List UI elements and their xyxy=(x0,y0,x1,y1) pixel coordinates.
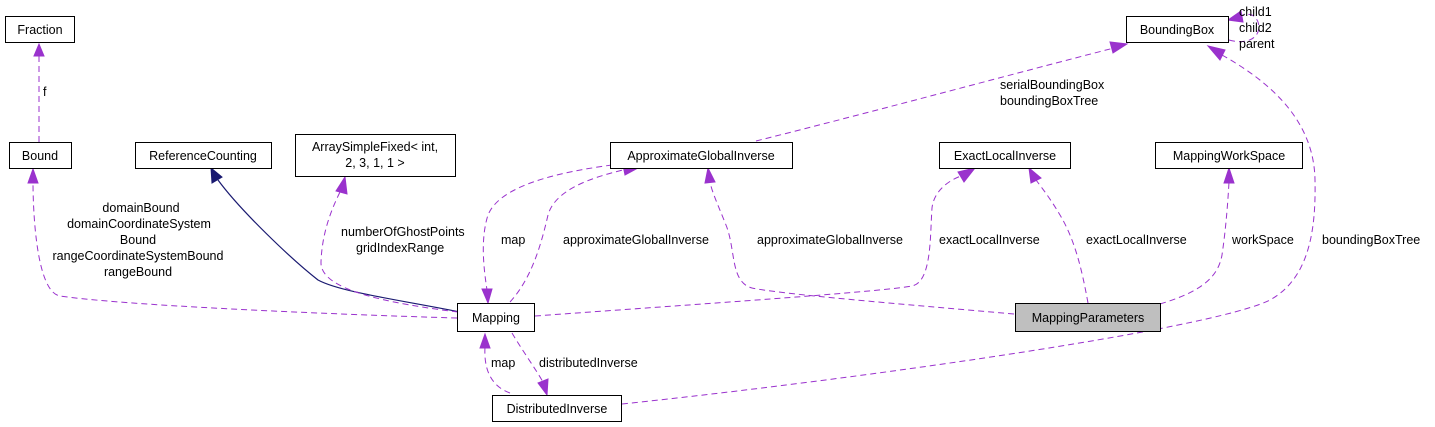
label-map-upper: map xyxy=(501,233,525,247)
arrowhead-approx-from-params xyxy=(704,166,716,184)
node-mapping-work-space-label: MappingWorkSpace xyxy=(1173,149,1285,163)
label-bounding-box-tree-top: boundingBoxTree xyxy=(1000,94,1098,108)
label-serial-bounding-box: serialBoundingBox xyxy=(1000,78,1105,92)
edge-mapping-exactlocal xyxy=(534,175,962,317)
edge-mapping-arraysimplefixed xyxy=(320,189,459,313)
edge-boundingbox-self xyxy=(1228,13,1260,42)
node-distributed-inverse-label: DistributedInverse xyxy=(507,402,608,416)
node-fraction-label: Fraction xyxy=(17,23,62,37)
node-mapping[interactable]: Mapping xyxy=(457,303,535,332)
arrowhead-arraysimplefixed xyxy=(335,175,348,195)
node-reference-counting-label: ReferenceCounting xyxy=(149,149,257,163)
node-bounding-box[interactable]: BoundingBox xyxy=(1126,16,1229,43)
node-bound[interactable]: Bound xyxy=(9,142,72,169)
node-distributed-inverse[interactable]: DistributedInverse xyxy=(492,395,622,422)
node-bounding-box-label: BoundingBox xyxy=(1140,23,1215,37)
edge-params-approx xyxy=(709,181,1015,315)
node-reference-counting[interactable]: ReferenceCounting xyxy=(135,142,272,169)
label-distributed-inverse: distributedInverse xyxy=(539,356,638,370)
node-array-simple-fixed-line1: ArraySimpleFixed< int, xyxy=(312,140,438,154)
label-map-lower: map xyxy=(491,356,515,370)
label-range-coordinate-system-bound: rangeCoordinateSystemBound xyxy=(53,249,224,263)
arrowhead-mapping-from-distributed xyxy=(479,332,491,349)
label-approx-global-inverse-left: approximateGlobalInverse xyxy=(563,233,709,247)
edge-distributed-mapping-map xyxy=(484,346,511,394)
arrowhead-exactlocal-from-mapping xyxy=(957,167,977,183)
arrowhead-fraction xyxy=(33,42,45,57)
label-approx-global-inverse-right: approximateGlobalInverse xyxy=(757,233,903,247)
arrowhead-bound xyxy=(27,167,39,184)
label-grid-index-range: gridIndexRange xyxy=(356,241,444,255)
edge-params-exactlocal xyxy=(1035,179,1089,304)
arrowhead-referencecounting xyxy=(210,166,223,184)
node-fraction[interactable]: Fraction xyxy=(5,16,75,43)
node-exact-local-inverse[interactable]: ExactLocalInverse xyxy=(939,142,1071,169)
node-array-simple-fixed[interactable]: ArraySimpleFixed< int, 2, 3, 1, 1 > xyxy=(295,134,456,177)
arrowhead-boundingbox-self xyxy=(1226,10,1244,23)
edge-params-workspace xyxy=(1159,181,1230,305)
edge-approx-mapping-map xyxy=(482,164,613,291)
label-number-of-ghost-points: numberOfGhostPoints xyxy=(341,225,465,239)
arrowhead-workspace xyxy=(1223,166,1235,184)
arrowhead-approx-boundingbox xyxy=(1109,41,1129,54)
node-mapping-parameters[interactable]: MappingParameters xyxy=(1015,303,1161,332)
edge-approx-boundingbox xyxy=(755,47,1115,142)
node-exact-local-inverse-label: ExactLocalInverse xyxy=(954,149,1056,163)
label-child1: child1 xyxy=(1239,5,1272,19)
edge-mapping-distributed xyxy=(511,332,544,383)
label-work-space: workSpace xyxy=(1231,233,1294,247)
arrowhead-boundingbox-from-distributed xyxy=(1206,45,1226,61)
node-array-simple-fixed-line2: 2, 3, 1, 1 > xyxy=(345,156,404,170)
node-bound-label: Bound xyxy=(22,149,58,163)
node-mapping-label: Mapping xyxy=(472,311,520,325)
arrowhead-mapping-map xyxy=(481,288,493,305)
label-parent: parent xyxy=(1239,37,1275,51)
arrowhead-exactlocal-from-params xyxy=(1028,166,1042,184)
label-child2: child2 xyxy=(1239,21,1272,35)
edge-distributed-boundingbox xyxy=(621,54,1316,405)
edge-mapping-approx xyxy=(509,169,624,303)
label-range-bound: rangeBound xyxy=(104,265,172,279)
node-mapping-work-space[interactable]: MappingWorkSpace xyxy=(1155,142,1303,169)
label-f: f xyxy=(43,85,47,99)
node-mapping-parameters-label: MappingParameters xyxy=(1032,311,1145,325)
edge-mapping-bound xyxy=(32,181,458,319)
label-domain-coordinate-system: domainCoordinateSystem xyxy=(67,217,211,231)
label-bounding-box-tree-right: boundingBoxTree xyxy=(1322,233,1420,247)
edge-mapping-referencecounting xyxy=(217,179,461,313)
node-approximate-global-inverse-label: ApproximateGlobalInverse xyxy=(627,149,774,163)
label-exact-local-inverse-right: exactLocalInverse xyxy=(1086,233,1187,247)
arrowhead-distributed xyxy=(537,378,549,397)
node-approximate-global-inverse[interactable]: ApproximateGlobalInverse xyxy=(610,142,793,169)
label-bound: Bound xyxy=(120,233,156,247)
label-domain-bound: domainBound xyxy=(102,201,179,215)
label-exact-local-inverse-left: exactLocalInverse xyxy=(939,233,1040,247)
